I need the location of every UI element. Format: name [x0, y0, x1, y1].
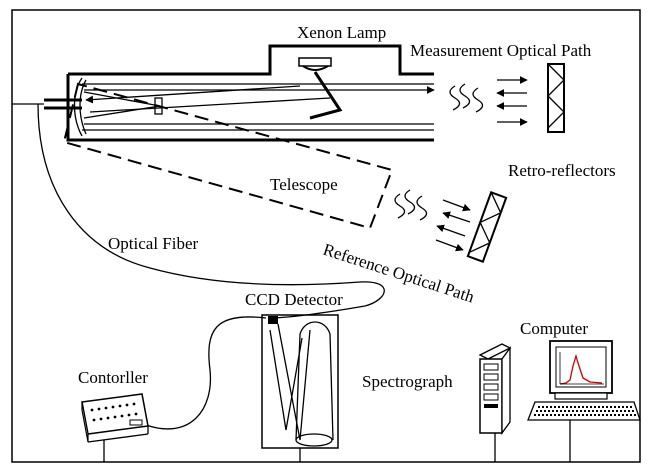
optical-fiber-cable: [37, 103, 385, 319]
optical-fiber-label: Optical Fiber: [108, 234, 199, 253]
xenon-lamp-label: Xenon Lamp: [297, 23, 386, 42]
telescope-ray-path: [73, 77, 435, 137]
retro-reflectors-label: Retro-reflectors: [508, 161, 616, 180]
retro-reflector-reference: [466, 191, 508, 263]
telescope-housing: [66, 44, 434, 142]
ccd-controller-cable: [145, 316, 267, 430]
telescope-dashed-outline: [62, 82, 394, 230]
reference-path-label: Reference Optical Path: [321, 240, 477, 307]
retro-reflector-measurement: [547, 63, 565, 133]
computer-icon: [527, 340, 641, 462]
measurement-path-arrows: [496, 76, 528, 126]
controller-label: Contorller: [78, 368, 148, 387]
reference-path-arrows: [435, 199, 471, 252]
measurement-path-label: Measurement Optical Path: [410, 41, 592, 60]
ccd-detector-label: CCD Detector: [245, 290, 343, 309]
measurement-path-waves: [449, 83, 484, 113]
spectrograph-label: Spectrograph: [362, 372, 453, 391]
diagram-frame: [11, 9, 641, 463]
telescope-label: Telescope: [270, 175, 338, 194]
computer-label: Computer: [520, 319, 588, 338]
ccd-spectrograph-box: [261, 314, 339, 462]
spectrograph-tower-icon: [478, 343, 512, 462]
fiber-input-connector: [12, 98, 82, 110]
xenon-lamp-icon: [298, 57, 343, 120]
reference-path-waves: [394, 189, 428, 221]
controller-icon: [81, 393, 149, 462]
